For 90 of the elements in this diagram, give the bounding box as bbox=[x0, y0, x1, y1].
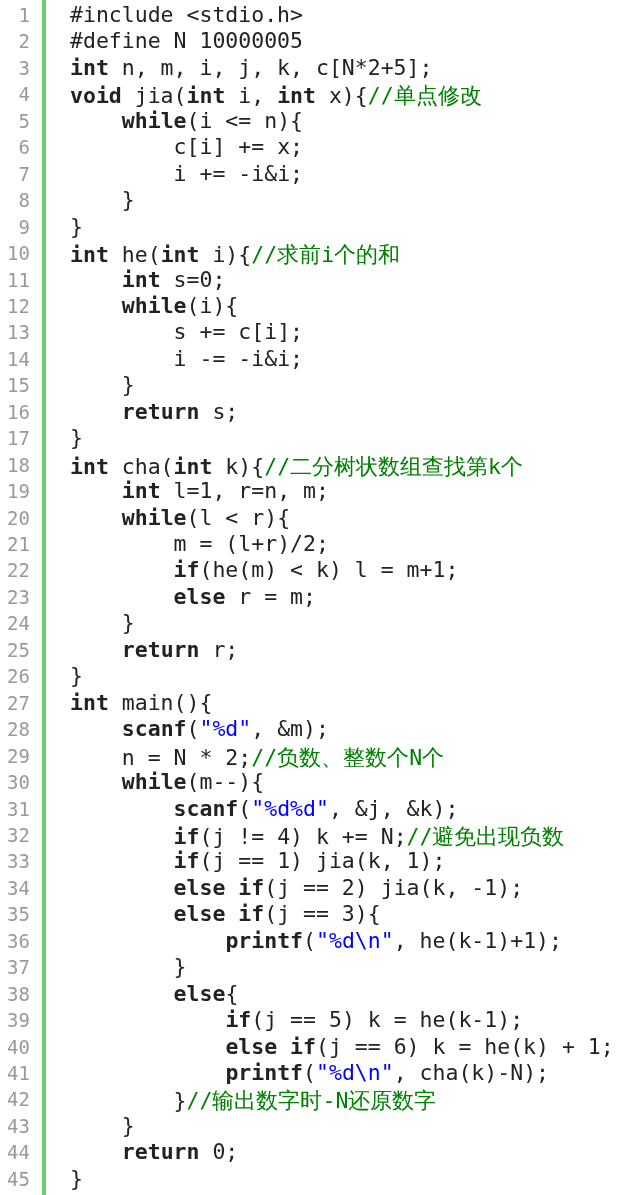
line-number: 9 bbox=[17, 215, 30, 238]
code-line: scanf("%d%d", &j, &k); bbox=[173, 795, 459, 821]
line-number: 32 bbox=[6, 823, 30, 846]
line-number: 8 bbox=[17, 189, 30, 212]
code-line: int cha(int k){//二分树状数组查找第k个 bbox=[70, 452, 524, 480]
code-line: int n, m, i, j, k, c[N*2+5]; bbox=[70, 54, 433, 80]
line-number: 33 bbox=[6, 850, 30, 873]
line-number: 18 bbox=[6, 453, 30, 476]
code-line: else{ bbox=[173, 980, 239, 1006]
line-number: 6 bbox=[17, 136, 30, 159]
code-line: } bbox=[70, 213, 83, 239]
line-number: 16 bbox=[6, 400, 30, 423]
code-line: printf("%d\n", he(k-1)+1); bbox=[225, 927, 562, 953]
code-line: } bbox=[70, 425, 83, 451]
code-line: return r; bbox=[121, 636, 239, 662]
line-number: 2 bbox=[17, 30, 30, 53]
line-number: 29 bbox=[6, 744, 30, 767]
line-number: 24 bbox=[6, 612, 30, 635]
code-line: int main(){ bbox=[70, 689, 213, 715]
code-line: m = (l+r)/2; bbox=[173, 531, 329, 556]
code-line: i -= -i&i; bbox=[173, 345, 304, 371]
code-line: if(j != 4) k += N;//避免出现负数 bbox=[173, 822, 565, 850]
code-line: c[i] += x; bbox=[173, 134, 304, 160]
code-line: } bbox=[173, 954, 187, 980]
line-number: 43 bbox=[6, 1114, 30, 1137]
code-line: scanf("%d", &m); bbox=[121, 716, 329, 742]
code-line: else if(j == 6) k = he(k) + 1; bbox=[225, 1033, 614, 1059]
line-number: 4 bbox=[17, 83, 30, 106]
line-number: 31 bbox=[6, 797, 30, 820]
line-number: 7 bbox=[17, 162, 30, 185]
code-line: i += -i&i; bbox=[173, 160, 304, 186]
line-number: 11 bbox=[6, 268, 30, 291]
code-line: #define N 10000005 bbox=[70, 28, 303, 54]
code-line: } bbox=[70, 1165, 83, 1191]
line-number: 30 bbox=[6, 771, 30, 794]
code-line: while(i){ bbox=[121, 292, 239, 318]
line-number: 44 bbox=[6, 1141, 30, 1164]
code-line: printf("%d\n", cha(k)-N); bbox=[225, 1060, 550, 1085]
line-number: 41 bbox=[6, 1062, 30, 1084]
code-line: } bbox=[121, 1112, 135, 1138]
code-line: s += c[i]; bbox=[173, 319, 304, 345]
line-number: 19 bbox=[6, 480, 30, 503]
line-number: 38 bbox=[6, 982, 30, 1005]
code-line: if(he(m) < k) l = m+1; bbox=[173, 557, 459, 583]
line-number: 21 bbox=[6, 533, 30, 555]
line-number: 37 bbox=[6, 956, 30, 979]
line-number: 25 bbox=[6, 638, 30, 661]
code-line: while(m--){ bbox=[121, 769, 265, 795]
code-line: return 0; bbox=[121, 1139, 239, 1165]
code-line: } bbox=[121, 372, 135, 398]
code-line: return s; bbox=[121, 398, 239, 424]
line-number: 5 bbox=[17, 109, 30, 132]
code-line: int l=1, r=n, m; bbox=[121, 478, 329, 504]
code-line: int s=0; bbox=[121, 266, 226, 292]
line-number: 17 bbox=[6, 427, 30, 450]
line-number: 34 bbox=[6, 876, 30, 899]
line-number: 22 bbox=[6, 559, 30, 582]
line-number: 42 bbox=[6, 1088, 30, 1111]
line-number: 13 bbox=[6, 321, 30, 344]
code-line: while(l < r){ bbox=[121, 504, 291, 530]
line-number: 36 bbox=[6, 929, 30, 952]
line-number: 12 bbox=[6, 294, 30, 317]
code-line: }//输出数字时-N还原数字 bbox=[173, 1087, 437, 1116]
line-number: 10 bbox=[6, 242, 30, 265]
line-number: 28 bbox=[6, 718, 30, 741]
code-line: } bbox=[121, 187, 135, 213]
code-line: if(j == 5) k = he(k-1); bbox=[225, 1007, 524, 1033]
line-number: 39 bbox=[6, 1009, 30, 1032]
code-line: else if(j == 3){ bbox=[173, 901, 381, 927]
code-line: } bbox=[70, 663, 83, 689]
code-line: if(j == 1) jia(k, 1); bbox=[173, 848, 446, 874]
line-number: 3 bbox=[17, 56, 30, 79]
code-line: else if(j == 2) jia(k, -1); bbox=[173, 874, 524, 900]
code-line: while(i <= n){ bbox=[121, 107, 304, 133]
line-number: 26 bbox=[6, 665, 30, 688]
line-number: 40 bbox=[6, 1035, 30, 1058]
line-number: 35 bbox=[6, 903, 30, 926]
code-line: int he(int i){//求前i个的和 bbox=[70, 241, 401, 269]
line-number: 1 bbox=[17, 4, 30, 26]
line-number: 27 bbox=[6, 691, 30, 714]
code-line: } bbox=[121, 610, 135, 636]
line-number: 14 bbox=[6, 347, 30, 370]
code-line: void jia(int i, int x){//单点修改 bbox=[70, 82, 482, 110]
line-number: 23 bbox=[6, 585, 30, 608]
line-number: 20 bbox=[6, 506, 30, 529]
code-line: #include <stdio.h> bbox=[70, 2, 303, 27]
code-line: else r = m; bbox=[173, 583, 316, 609]
line-number: 15 bbox=[6, 374, 30, 397]
line-number: 45 bbox=[6, 1167, 30, 1190]
code-line: n = N * 2;//负数、整数个N个 bbox=[121, 743, 445, 771]
